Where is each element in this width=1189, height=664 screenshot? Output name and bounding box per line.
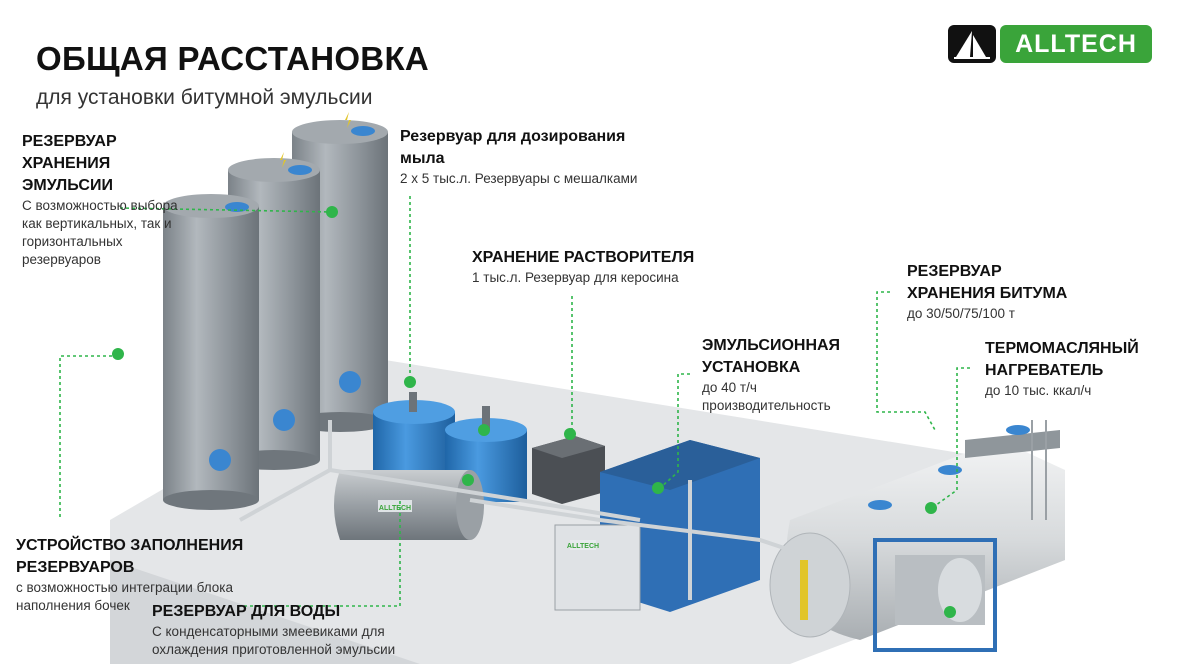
- leader-lines: [59, 196, 970, 607]
- label-emulsion-plant-desc-1: до 40 т/ч: [702, 380, 757, 395]
- water-tank-brand: ALLTECH: [379, 505, 411, 512]
- label-tank-filling: УСТРОЙСТВО ЗАПОЛНЕНИЯ РЕЗЕРВУАРОВ с возм…: [16, 535, 243, 615]
- label-emulsion-plant-heading-1: ЭМУЛЬСИОННАЯ: [702, 337, 841, 354]
- label-thermal-oil-heater-desc-1: до 10 тыс. ккал/ч: [985, 383, 1092, 398]
- label-water-tank-desc-1: С конденсаторными змеевиками для: [152, 624, 385, 639]
- label-water-tank: РЕЗЕРВУАР ДЛЯ ВОДЫ С конденсаторными зме…: [152, 601, 395, 659]
- label-solvent-storage-desc-1: 1 тыс.л. Резервуар для керосина: [472, 270, 679, 285]
- label-solvent-storage: ХРАНЕНИЕ РАСТВОРИТЕЛЯ 1 тыс.л. Резервуар…: [472, 247, 694, 287]
- container-brand: ALLTECH: [567, 543, 599, 550]
- label-thermal-oil-heater: ТЕРМОМАСЛЯНЫЙ НАГРЕВАТЕЛЬ до 10 тыс. кка…: [985, 338, 1139, 400]
- label-emulsion-plant-heading-2: УСТАНОВКА: [702, 359, 801, 376]
- label-bitumen-storage-heading-1: РЕЗЕРВУАР: [907, 263, 1002, 280]
- label-tank-filling-desc-2: наполнения бочек: [16, 598, 130, 613]
- thermal-oil-heater: [873, 538, 997, 652]
- label-emulsion-storage-desc-3: горизонтальных: [22, 234, 123, 249]
- page-subtitle: для установки битумной эмульсии: [36, 86, 373, 109]
- label-thermal-oil-heater-heading-1: ТЕРМОМАСЛЯНЫЙ: [985, 340, 1139, 357]
- label-water-tank-heading-1: РЕЗЕРВУАР ДЛЯ ВОДЫ: [152, 603, 341, 620]
- label-emulsion-plant-desc-2: производительность: [702, 398, 831, 413]
- solvent-tank: [532, 436, 605, 504]
- label-emulsion-storage-desc-1: С возможностью выбора: [22, 198, 178, 213]
- logo-text: ALLTECH: [1000, 25, 1152, 63]
- label-emulsion-storage-desc-4: резервуаров: [22, 252, 101, 267]
- label-soap-dosing-heading-2: мыла: [400, 150, 445, 167]
- label-emulsion-storage-desc-2: как вертикальных, так и: [22, 216, 172, 231]
- label-tank-filling-heading-1: УСТРОЙСТВО ЗАПОЛНЕНИЯ: [16, 537, 244, 554]
- alltech-logo-icon: [948, 25, 996, 63]
- alltech-logo: ALLTECH: [948, 25, 1152, 63]
- callout-dots: [112, 206, 956, 618]
- label-emulsion-storage-heading-1: РЕЗЕРВУАР: [22, 133, 117, 150]
- label-soap-dosing-desc-1: 2 х 5 тыс.л. Резервуары с мешалками: [400, 171, 638, 186]
- emulsion-storage-tanks: [163, 112, 388, 510]
- label-soap-dosing-heading-1: Резервуар для дозирования: [400, 128, 626, 145]
- page-title: ОБЩАЯ РАССТАНОВКА: [36, 40, 430, 77]
- pipework: [239, 420, 821, 600]
- label-bitumen-storage-heading-2: ХРАНЕНИЯ БИТУМА: [907, 285, 1068, 302]
- label-emulsion-plant: ЭМУЛЬСИОННАЯ УСТАНОВКА до 40 т/ч произво…: [702, 335, 840, 415]
- label-bitumen-storage-desc-1: до 30/50/75/100 т: [907, 306, 1015, 321]
- label-tank-filling-heading-2: РЕЗЕРВУАРОВ: [16, 559, 135, 576]
- label-tank-filling-desc-1: с возможностью интеграции блока: [16, 580, 233, 595]
- emulsion-plant-container: ALLTECH: [554, 440, 760, 612]
- label-emulsion-storage-heading-3: ЭМУЛЬСИИ: [22, 177, 113, 194]
- label-thermal-oil-heater-heading-2: НАГРЕВАТЕЛЬ: [985, 362, 1104, 379]
- label-water-tank-desc-2: охлаждения приготовленной эмульсии: [152, 642, 396, 657]
- label-emulsion-storage-heading-2: ХРАНЕНИЯ: [22, 155, 111, 172]
- label-soap-dosing: Резервуар для дозирования мыла 2 х 5 тыс…: [400, 126, 637, 188]
- label-emulsion-storage: РЕЗЕРВУАР ХРАНЕНИЯ ЭМУЛЬСИИ С возможност…: [22, 131, 178, 269]
- label-solvent-storage-heading-1: ХРАНЕНИЕ РАСТВОРИТЕЛЯ: [472, 249, 695, 266]
- label-bitumen-storage: РЕЗЕРВУАР ХРАНЕНИЯ БИТУМА до 30/50/75/10…: [907, 261, 1067, 323]
